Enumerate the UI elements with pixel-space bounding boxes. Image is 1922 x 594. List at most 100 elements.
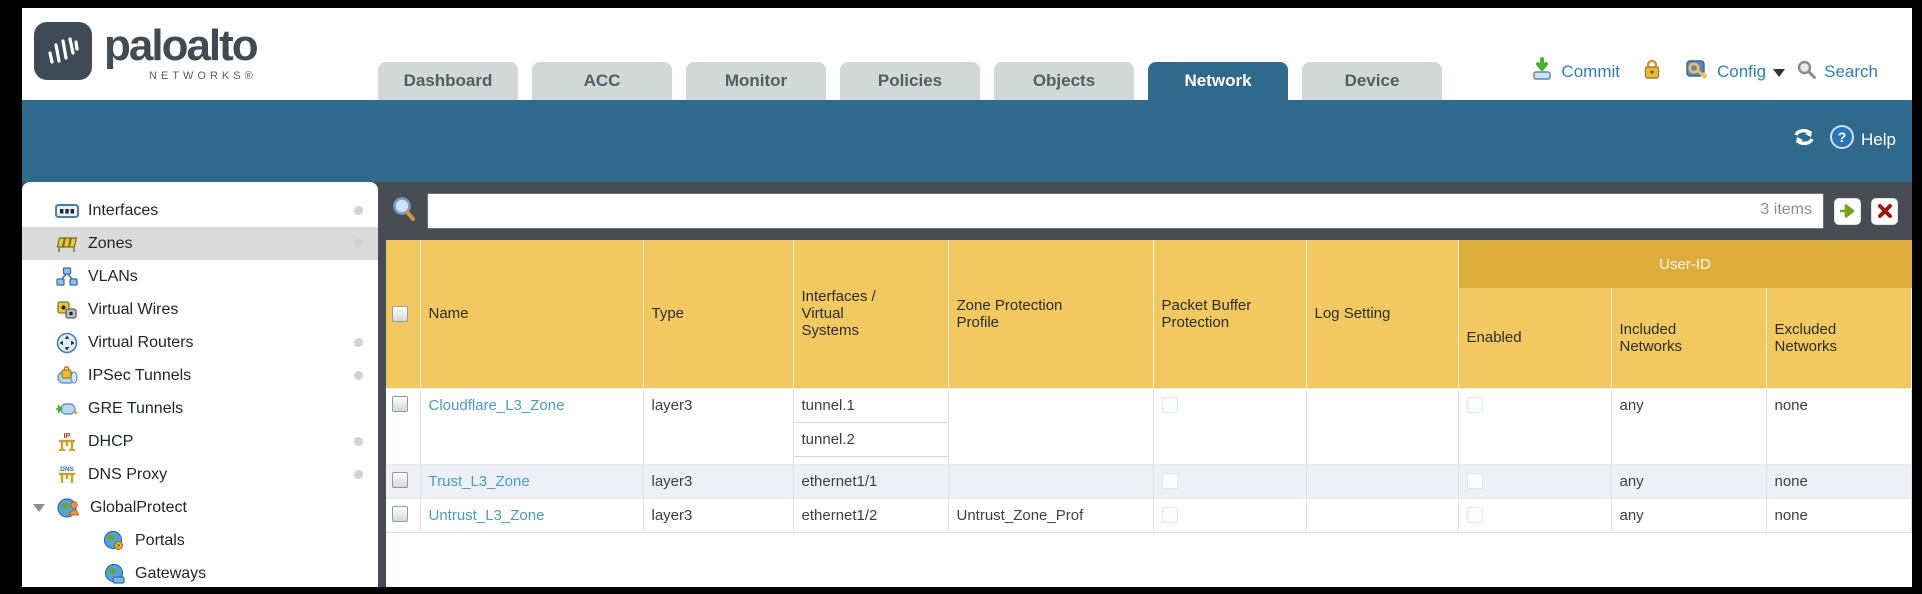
excluded-networks: none [1766, 464, 1912, 498]
column-header-zone-protection-profile[interactable]: Zone Protection Profile [948, 240, 1154, 388]
ipsec-tunnels-icon [55, 365, 79, 387]
main-nav-tabs: Dashboard ACC Monitor Policies Objects N… [378, 62, 1442, 100]
brand-name: paloalto [104, 21, 259, 70]
zone-interfaces: ethernet1/2 [793, 498, 949, 532]
table-row: Untrust_L3_Zone layer3 ethernet1/2 Untru… [386, 498, 1912, 532]
sidebar-item-portals[interactable]: Portals [22, 524, 378, 557]
virtual-routers-icon [55, 332, 79, 354]
select-all-checkbox[interactable] [392, 305, 408, 322]
lock-icon[interactable] [1642, 58, 1662, 85]
column-header-log-setting[interactable]: Log Setting [1306, 240, 1459, 388]
gre-tunnels-icon [55, 398, 79, 420]
tab-dashboard[interactable]: Dashboard [378, 62, 518, 100]
interface-item: tunnel.2 [793, 423, 948, 457]
zone-name-link[interactable]: Untrust_L3_Zone [428, 506, 545, 524]
row-checkbox[interactable] [392, 505, 408, 522]
column-header-name[interactable]: Name [420, 240, 644, 388]
dns-proxy-icon: DNS [55, 464, 79, 486]
filter-bar: 3 items [386, 182, 1912, 240]
portals-icon [102, 530, 126, 552]
zones-icon [55, 233, 79, 255]
interfaces-icon [55, 200, 79, 222]
search-icon [1796, 59, 1817, 85]
zones-table: Name Type Interfaces / Virtual Systems Z… [386, 240, 1912, 533]
log-setting [1306, 464, 1459, 498]
apply-filter-button[interactable] [1834, 197, 1861, 225]
sidebar-item-virtual-routers[interactable]: Virtual Routers [22, 326, 378, 359]
zone-name-link[interactable]: Cloudflare_L3_Zone [428, 396, 565, 414]
filter-search-icon [391, 195, 417, 228]
config-dropdown-caret-icon[interactable] [1773, 68, 1786, 77]
status-dot [354, 239, 363, 248]
vlans-icon [55, 266, 79, 288]
tab-objects[interactable]: Objects [994, 62, 1134, 100]
zone-protection-profile [948, 464, 1154, 498]
firewall-admin-window: paloalto NETWORKS® Dashboard ACC Monitor… [22, 8, 1912, 587]
svg-text:IP: IP [63, 431, 70, 440]
zone-name-link[interactable]: Trust_L3_Zone [428, 472, 530, 490]
clear-filter-button[interactable] [1871, 197, 1898, 225]
excluded-networks: none [1766, 388, 1912, 464]
log-setting [1306, 388, 1459, 464]
row-checkbox[interactable] [392, 395, 408, 412]
log-setting [1306, 498, 1459, 532]
column-header-interfaces[interactable]: Interfaces / Virtual Systems [793, 240, 949, 388]
tab-monitor[interactable]: Monitor [686, 62, 826, 100]
status-dot [354, 437, 363, 446]
packet-buffer-protection-checkbox[interactable] [1161, 472, 1178, 489]
column-header-packet-buffer-protection[interactable]: Packet Buffer Protection [1153, 240, 1307, 388]
sidebar-item-ipsec-tunnels[interactable]: IPSec Tunnels [22, 359, 378, 392]
globalprotect-icon [57, 497, 81, 519]
sidebar-item-virtual-wires[interactable]: Virtual Wires [22, 293, 378, 326]
search-button[interactable]: Search [1824, 61, 1878, 81]
sidebar-item-globalprotect[interactable]: GlobalProtect [22, 491, 378, 524]
sidebar-item-dns-proxy[interactable]: DNS DNS Proxy [22, 458, 378, 491]
tab-acc[interactable]: ACC [532, 62, 672, 100]
help-icon: ? [1829, 124, 1855, 155]
user-id-enabled-checkbox[interactable] [1466, 506, 1483, 523]
svg-text:DNS: DNS [60, 466, 74, 473]
zone-interfaces: ethernet1/1 [793, 464, 949, 498]
virtual-wires-icon [55, 299, 79, 321]
paloalto-logo: paloalto NETWORKS® [34, 21, 259, 82]
packet-buffer-protection-checkbox[interactable] [1161, 396, 1178, 413]
column-header-included-networks[interactable]: Included Networks [1611, 288, 1767, 388]
sidebar-item-zones[interactable]: Zones [22, 227, 378, 260]
sidebar-item-dhcp[interactable]: IP DHCP [22, 425, 378, 458]
item-count: 3 items [1760, 201, 1812, 218]
sidebar-item-vlans[interactable]: VLANs [22, 260, 378, 293]
tab-network[interactable]: Network [1148, 62, 1288, 100]
config-button[interactable]: Config [1716, 61, 1767, 81]
zone-type: layer3 [643, 388, 794, 464]
zone-protection-profile: Untrust_Zone_Prof [948, 498, 1154, 532]
included-networks: any [1611, 464, 1767, 498]
column-header-enabled[interactable]: Enabled [1458, 288, 1612, 388]
user-id-enabled-checkbox[interactable] [1466, 472, 1483, 489]
row-checkbox[interactable] [392, 471, 408, 488]
top-bar: paloalto NETWORKS® Dashboard ACC Monitor… [22, 8, 1912, 100]
excluded-networks: none [1766, 498, 1912, 532]
status-dot [354, 371, 363, 380]
tab-policies[interactable]: Policies [840, 62, 980, 100]
status-dot [354, 206, 363, 215]
user-id-enabled-checkbox[interactable] [1466, 396, 1483, 413]
help-button[interactable]: Help [1861, 129, 1896, 149]
brand-subtitle: NETWORKS® [149, 70, 257, 82]
sidebar-item-gre-tunnels[interactable]: GRE Tunnels [22, 392, 378, 425]
select-all-header [386, 240, 421, 388]
packet-buffer-protection-checkbox[interactable] [1161, 506, 1178, 523]
svg-text:?: ? [1838, 129, 1847, 145]
gateways-icon [102, 563, 126, 585]
commit-button[interactable]: Commit [1561, 61, 1620, 81]
included-networks: any [1611, 498, 1767, 532]
expand-caret-icon[interactable] [33, 503, 45, 512]
sidebar-item-gateways[interactable]: Gateways [22, 557, 378, 587]
column-header-excluded-networks[interactable]: Excluded Networks [1766, 288, 1912, 388]
filter-input[interactable] [427, 193, 1824, 229]
sidebar-item-interfaces[interactable]: Interfaces [22, 194, 378, 227]
zone-protection-profile [948, 388, 1154, 464]
column-header-type[interactable]: Type [643, 240, 794, 388]
refresh-button[interactable] [1791, 125, 1817, 154]
tab-device[interactable]: Device [1302, 62, 1442, 100]
network-sidebar: Interfaces Zones [22, 182, 378, 587]
